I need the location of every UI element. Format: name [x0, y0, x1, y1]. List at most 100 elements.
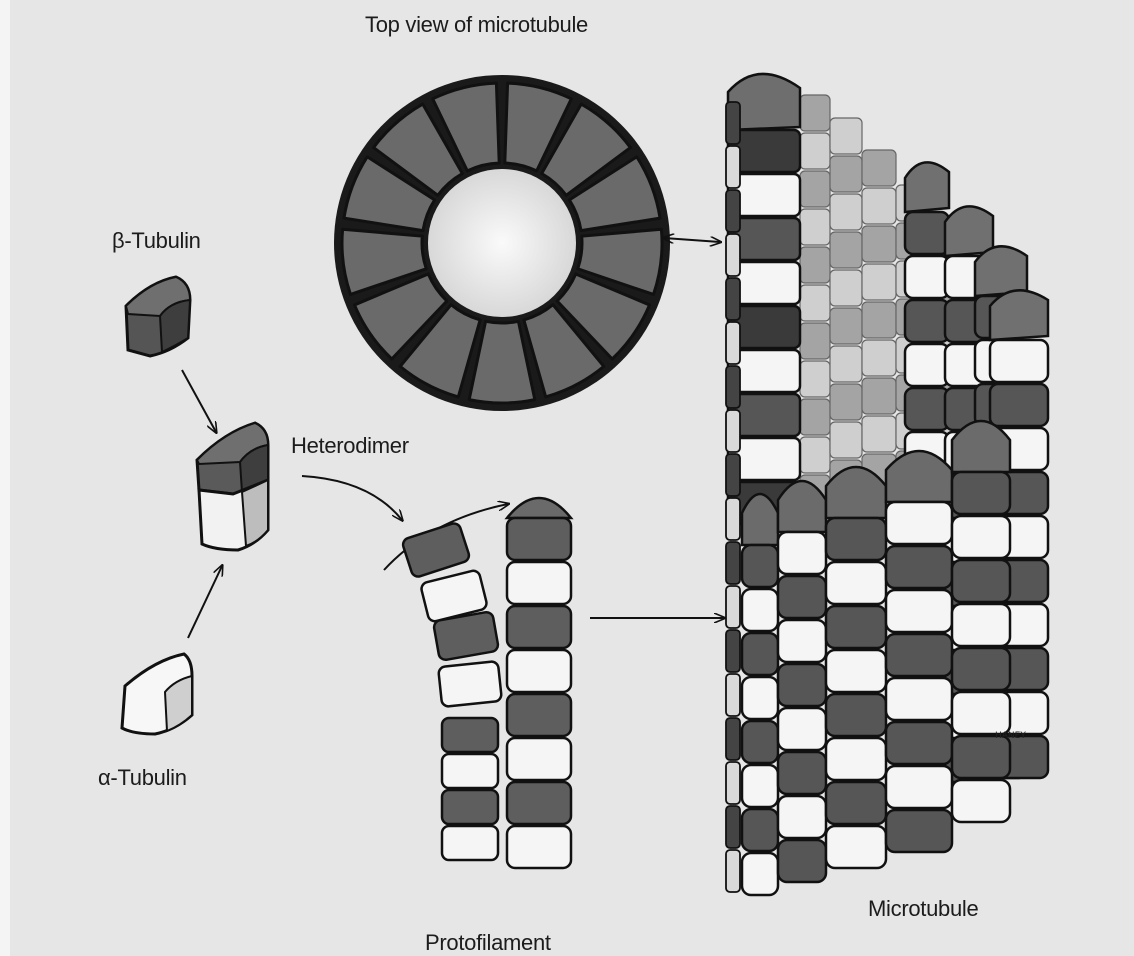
microtubule-subunit [886, 634, 952, 676]
protofilament-subunit [442, 754, 498, 788]
protofilament-subunit [507, 518, 571, 560]
back-wall-subunit [800, 171, 830, 207]
back-wall-subunit [800, 361, 830, 397]
front-column-cap [742, 494, 778, 545]
microtubule-subunit [826, 694, 886, 736]
microtubule-side-subunit [726, 630, 740, 672]
microtubule-side-subunit [726, 542, 740, 584]
back-wall-subunit [862, 226, 896, 262]
back-wall-subunit [800, 285, 830, 321]
back-wall-subunit [862, 416, 896, 452]
back-wall-subunit [800, 209, 830, 245]
microtubule-subunit [952, 560, 1010, 602]
microtubule-subunit [886, 722, 952, 764]
protofilament-subunit [507, 738, 571, 780]
microtubule-subunit [905, 300, 949, 342]
microtubule-subunit [952, 648, 1010, 690]
back-wall-subunit [800, 437, 830, 473]
microtubule-side-subunit [726, 102, 740, 144]
microtubule-subunit [886, 546, 952, 588]
microtubule-subunit [742, 677, 778, 719]
microtubule-subunit [826, 738, 886, 780]
microtubule-subunit [826, 826, 886, 868]
microtubule-subunit [952, 472, 1010, 514]
staircase-cap [975, 246, 1027, 296]
protofilament-subunit [507, 826, 571, 868]
microtubule-subunit [778, 796, 826, 838]
microtubule-subunit [778, 752, 826, 794]
microtubule-subunit [778, 708, 826, 750]
microtubule-subunit [886, 502, 952, 544]
alpha-tubulin-monomer [122, 654, 192, 734]
arrow-top-view-link [664, 238, 720, 242]
microtubule-side-subunit [726, 586, 740, 628]
microtubule-subunit [778, 840, 826, 882]
microtubule-side-subunit [726, 410, 740, 452]
protofilament-subunit [507, 606, 571, 648]
arrow-dimer-to-protofilament [302, 476, 402, 520]
microtubule-side-subunit [726, 850, 740, 892]
top-view-label: Top view of microtubule [365, 12, 588, 38]
ring-lumen [428, 169, 576, 317]
microtubule-subunit [905, 344, 949, 386]
microtubule-subunit [826, 562, 886, 604]
microtubule-subunit [742, 853, 778, 895]
microtubule-side-subunit [726, 762, 740, 804]
microtubule-subunit [742, 633, 778, 675]
front-column-cap [778, 481, 826, 532]
microtubule-subunit [905, 212, 949, 254]
front-column-cap [952, 421, 1010, 472]
protofilament-figure [401, 498, 571, 868]
microtubule-subunit [778, 620, 826, 662]
back-wall-subunit [862, 378, 896, 414]
back-wall-subunit [862, 302, 896, 338]
back-wall-subunit [800, 133, 830, 169]
microtubule-side-subunit [726, 718, 740, 760]
microtubule-subunit [742, 765, 778, 807]
heterodimer-figure [197, 423, 268, 550]
alpha-tubulin-label: α-Tubulin [98, 765, 187, 791]
microtubule-subunit [742, 545, 778, 587]
protofilament-subunit [507, 650, 571, 692]
protofilament-subunit [507, 694, 571, 736]
microtubule-side-subunit [726, 146, 740, 188]
microtubule-side-subunit [726, 234, 740, 276]
microtubule-subunit [952, 692, 1010, 734]
artist-signature: HANEY [995, 731, 1026, 741]
back-wall-subunit [830, 384, 862, 420]
microtubule-subunit [952, 604, 1010, 646]
microtubule-subunit [886, 590, 952, 632]
back-wall-subunit [800, 95, 830, 131]
back-wall-subunit [800, 323, 830, 359]
staircase-cap [905, 162, 949, 212]
microtubule-subunit [905, 256, 949, 298]
back-wall-subunit [862, 188, 896, 224]
staircase-cap [990, 290, 1048, 340]
protofilament-label: Protofilament [425, 930, 551, 956]
microtubule-subunit [952, 516, 1010, 558]
back-wall-subunit [830, 346, 862, 382]
microtubule-subunit [886, 766, 952, 808]
microtubule-subunit [742, 721, 778, 763]
back-wall-subunit [830, 270, 862, 306]
microtubule-subunit [990, 384, 1048, 426]
back-wall-subunit [830, 422, 862, 458]
curling-subunit [438, 661, 502, 707]
back-wall-subunit [800, 399, 830, 435]
microtubule-subunit [826, 650, 886, 692]
arrow-beta-to-dimer [182, 370, 216, 432]
protofilament-subunit [442, 718, 498, 752]
microtubule-subunit [826, 782, 886, 824]
protofilament-subunit [442, 790, 498, 824]
protofilament-subunit [442, 826, 498, 860]
microtubule-subunit [826, 518, 886, 560]
microtubule-subunit [778, 532, 826, 574]
microtubule-subunit [742, 809, 778, 851]
microtubule-subunit [952, 736, 1010, 778]
microtubule-side-subunit [726, 674, 740, 716]
microtubule-subunit [778, 664, 826, 706]
microtubule-subunit [886, 678, 952, 720]
back-wall-subunit [830, 194, 862, 230]
